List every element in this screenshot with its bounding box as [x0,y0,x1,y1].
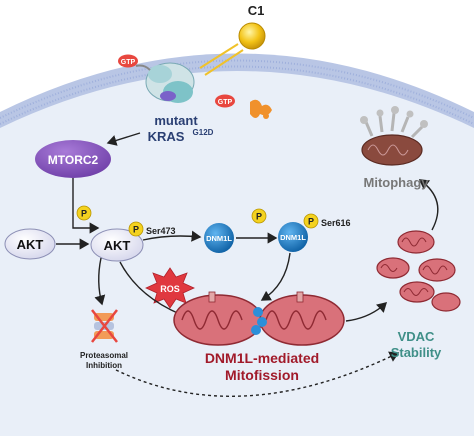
c1-compound-icon [238,22,266,50]
akt-active-node [90,228,144,262]
proteasome-icon [91,309,118,343]
arrow-dnm1l-mito [260,252,291,301]
arrow-kras-mtorc2 [106,132,141,146]
gtp-badge-1: GTP [118,54,138,68]
dnm1l-node-2 [278,222,308,252]
akt-site-label: Ser473 [146,226,176,236]
arrow-vdac-mitophagy [418,179,439,231]
cytoplasm [0,71,474,436]
svg-text:P: P [308,217,314,227]
arrow-akt-dnm1l [142,230,202,242]
mitofission-label-line2: Mitofission [225,367,299,383]
svg-text:GTP: GTP [121,59,136,66]
kras-label-sup: G12D [193,128,214,137]
svg-text:GTP: GTP [218,99,233,106]
mitochondria-cluster-icon [376,230,461,312]
akt-inactive-label: AKT [17,237,44,252]
vdac-label-line2: Stability [391,345,442,360]
arrow-mitofission-vdac [345,302,388,322]
phospho-badge-mtorc2: P [76,205,92,221]
gtp-badge-2: GTP [215,94,235,108]
vdac-label-line1: VDAC [398,329,435,344]
phospho-badge-dnm1l-2: P [303,213,319,229]
akt-inactive-node [4,228,56,260]
phospho-badge-dnm1l-1: P [251,208,267,224]
arrow-proteasome-vdac [115,351,400,397]
arrow-akt-proteasome [94,257,106,306]
dnm1l-label-2: DNM1L [280,233,306,242]
dnm1l-label-1: DNM1L [206,234,232,243]
akt-active-label: AKT [104,238,131,253]
svg-text:P: P [133,225,139,235]
svg-text:P: P [81,209,87,219]
proteasome-label-line2: Inhibition [86,361,122,370]
effector-protein-icon [250,99,272,119]
kras-label-line1: mutant [154,113,198,128]
svg-text:P: P [256,212,262,222]
dnm1l-site-label: Ser616 [321,218,351,228]
mitophagy-label: Mitophagy [364,175,430,190]
ros-label: ROS [160,284,180,294]
mtorc2-label: MTORC2 [48,153,99,167]
arrow-mtorc2-akt [72,178,100,234]
ros-burst-icon: ROS [145,267,195,309]
compound-label: C1 [248,3,265,18]
phospho-badge-akt: P [128,221,144,237]
mitophagy-icon [360,106,428,166]
mtorc2-node [35,140,111,178]
kras-protein-icon [135,62,195,103]
proteasome-label-line1: Proteasomal [80,351,128,360]
kras-label-line2: KRAS [148,129,185,144]
mitofission-mitochondria-icon [173,291,345,346]
mitofission-label-line1: DNM1L-mediated [205,350,319,366]
dnm1l-node-1 [204,223,234,253]
